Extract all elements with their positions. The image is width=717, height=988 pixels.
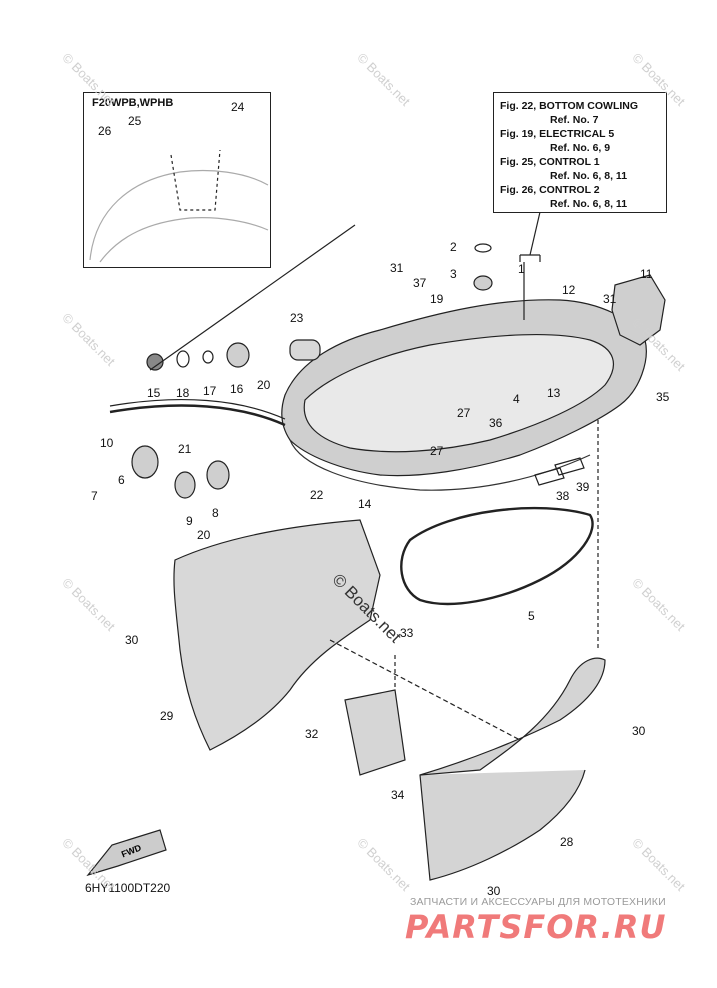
ref-line: Fig. 25, CONTROL 1 <box>500 156 600 168</box>
callout-label: 11 <box>640 267 653 281</box>
callout-label: 5 <box>528 609 535 623</box>
ref-line: Ref. No. 6, 8, 11 <box>550 198 628 210</box>
callout-label: 30 <box>125 633 139 647</box>
callout-label: 25 <box>128 114 142 128</box>
callout-label: 18 <box>176 386 190 400</box>
callout-label: 38 <box>556 489 570 503</box>
callout-label: 6 <box>118 473 125 487</box>
callout-label: 31 <box>603 292 617 306</box>
callout-label: 8 <box>212 506 219 520</box>
callout-label: 1 <box>518 262 525 276</box>
side-cover <box>173 519 381 751</box>
ref-line: Fig. 26, CONTROL 2 <box>500 184 600 196</box>
callout-label: 35 <box>656 390 670 404</box>
grommet-10 <box>131 445 159 479</box>
callout-label: 24 <box>231 100 245 114</box>
fwd-arrow <box>86 829 167 877</box>
ref-line: Fig. 19, ELECTRICAL 5 <box>500 128 615 140</box>
callout-label: 15 <box>147 386 161 400</box>
callout-label: 14 <box>358 497 372 511</box>
callout-label: 33 <box>400 626 414 640</box>
callout-label: 27 <box>430 444 444 458</box>
bracket-box <box>344 689 406 776</box>
ref-line: Ref. No. 6, 9 <box>550 142 611 154</box>
callout-label: 3 <box>450 267 457 281</box>
lower-cover <box>419 657 606 881</box>
inset-title: F20WPB,WPHB <box>92 97 174 109</box>
callout-label: 27 <box>457 406 471 420</box>
callout-label: 10 <box>100 436 114 450</box>
callout-label: 39 <box>576 480 590 494</box>
callout-label: 29 <box>160 709 174 723</box>
callout-label: 16 <box>230 382 244 396</box>
inset-variant-box <box>83 92 271 268</box>
brand-subtitle: ЗАПЧАСТИ И АКСЕССУАРЫ ДЛЯ МОТОТЕХНИКИ <box>410 896 666 908</box>
callout-label: 36 <box>489 416 503 430</box>
ref-line: Ref. No. 6, 8, 11 <box>550 170 628 182</box>
seal-ring <box>400 506 594 606</box>
reference-box <box>493 92 667 213</box>
callout-label: 2 <box>450 240 457 254</box>
callout-label: 13 <box>547 386 561 400</box>
ref-line: Fig. 22, BOTTOM COWLING <box>500 100 639 112</box>
callout-label: 20 <box>197 528 211 542</box>
callout-label: 21 <box>178 442 192 456</box>
callout-label: 12 <box>562 283 576 297</box>
callout-label: 17 <box>203 384 217 398</box>
callout-label: 37 <box>413 276 427 290</box>
brand-logo: PARTSFOR.RU <box>405 908 667 946</box>
callout-label: 34 <box>391 788 405 802</box>
callout-label: 31 <box>390 261 404 275</box>
callout-label: 32 <box>305 727 319 741</box>
callout-label: 19 <box>430 292 444 306</box>
ref-line: Ref. No. 7 <box>550 114 599 126</box>
diagram-code: 6HY1100DT220 <box>85 881 171 895</box>
callout-label: 22 <box>310 488 324 502</box>
callout-label: 9 <box>186 514 193 528</box>
callout-label: 7 <box>91 489 98 503</box>
callout-label: 4 <box>513 392 520 406</box>
callout-label: 30 <box>487 884 501 898</box>
callout-label: 30 <box>632 724 646 738</box>
callout-label: 26 <box>98 124 112 138</box>
callout-label: 20 <box>257 378 271 392</box>
callout-label: 28 <box>560 835 574 849</box>
callout-label: 23 <box>290 311 304 325</box>
